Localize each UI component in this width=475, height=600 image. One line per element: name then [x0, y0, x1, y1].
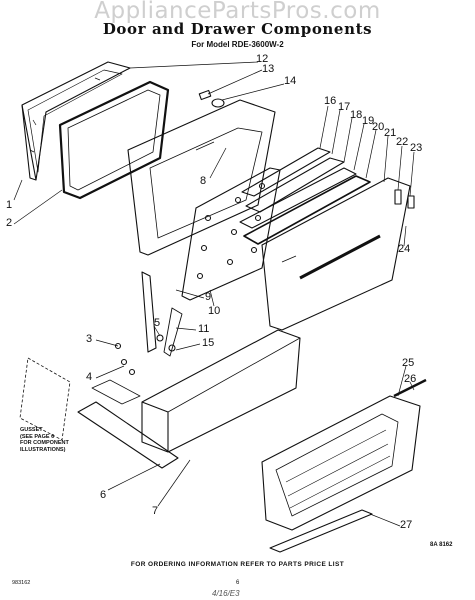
callout-8: 8 [200, 175, 207, 187]
callout-13: 13 [262, 63, 275, 75]
gusset-note-line: ILLUSTRATIONS) [20, 446, 66, 453]
callout-26: 26 [404, 373, 417, 385]
callout-3: 3 [86, 333, 93, 345]
callout-6: 6 [100, 489, 107, 501]
gusset-note-line: FOR COMPONENT [20, 440, 69, 446]
callout-20: 20 [372, 121, 385, 133]
gusset-note-line: (SEE PAGE 6 [20, 433, 55, 440]
callout-9: 9 [205, 291, 212, 303]
callout-22: 22 [396, 136, 409, 148]
bottom-trim-strip [269, 509, 373, 553]
callout-27: 27 [400, 519, 413, 531]
callout-21: 21 [384, 127, 397, 139]
hinge-mechanism [141, 271, 183, 357]
door-back-frame [21, 61, 131, 181]
callout-12: 12 [256, 53, 269, 65]
drawer-body [141, 329, 301, 453]
watermark: AppliancePartsPros.com [94, 0, 381, 24]
callout-25: 25 [402, 357, 415, 369]
callout-10: 10 [208, 305, 221, 317]
callout-24: 24 [398, 243, 411, 255]
gusset-note-line: GUSSET [20, 427, 43, 433]
outer-door-panel [261, 177, 411, 331]
gusset-reference [19, 357, 71, 441]
callout-18: 18 [350, 109, 363, 121]
callout-17: 17 [338, 101, 351, 113]
callout-5: 5 [154, 317, 161, 329]
callout-7: 7 [152, 505, 159, 517]
page-number: 6 [236, 580, 240, 586]
diagram-subtitle: For Model RDE-3600W-2 [191, 40, 284, 49]
callout-4: 4 [86, 371, 93, 383]
handwritten-note: 4/16/E3 [212, 589, 240, 598]
ordering-note: FOR ORDERING INFORMATION REFER TO PARTS … [130, 561, 345, 568]
part-13-clip [198, 89, 212, 101]
diagram-title: Door and Drawer Components [102, 20, 373, 38]
hinge-23 [407, 195, 415, 209]
insulation-panel [181, 167, 281, 301]
callout-11: 11 [198, 323, 210, 335]
callout-23: 23 [410, 142, 423, 154]
door-gasket [58, 80, 170, 200]
callout-16: 16 [324, 95, 337, 107]
callout-19: 19 [362, 115, 375, 127]
callout-2: 2 [6, 217, 13, 229]
window-glass-layers [239, 147, 371, 245]
gusset-note: GUSSET (SEE PAGE 6 FOR COMPONENT ILLUSTR… [20, 427, 69, 453]
drawer-slide-rail [77, 379, 179, 469]
callout-14: 14 [284, 75, 297, 87]
inner-door-liner [127, 99, 276, 256]
callout-1: 1 [6, 199, 13, 211]
drawing-part-ref: 8A 8162 [430, 542, 453, 548]
hinge-22 [394, 189, 402, 205]
document-id: 983162 [12, 580, 31, 586]
drawer-front [261, 378, 427, 531]
callout-15: 15 [202, 337, 215, 349]
part-14-knob [211, 98, 225, 108]
